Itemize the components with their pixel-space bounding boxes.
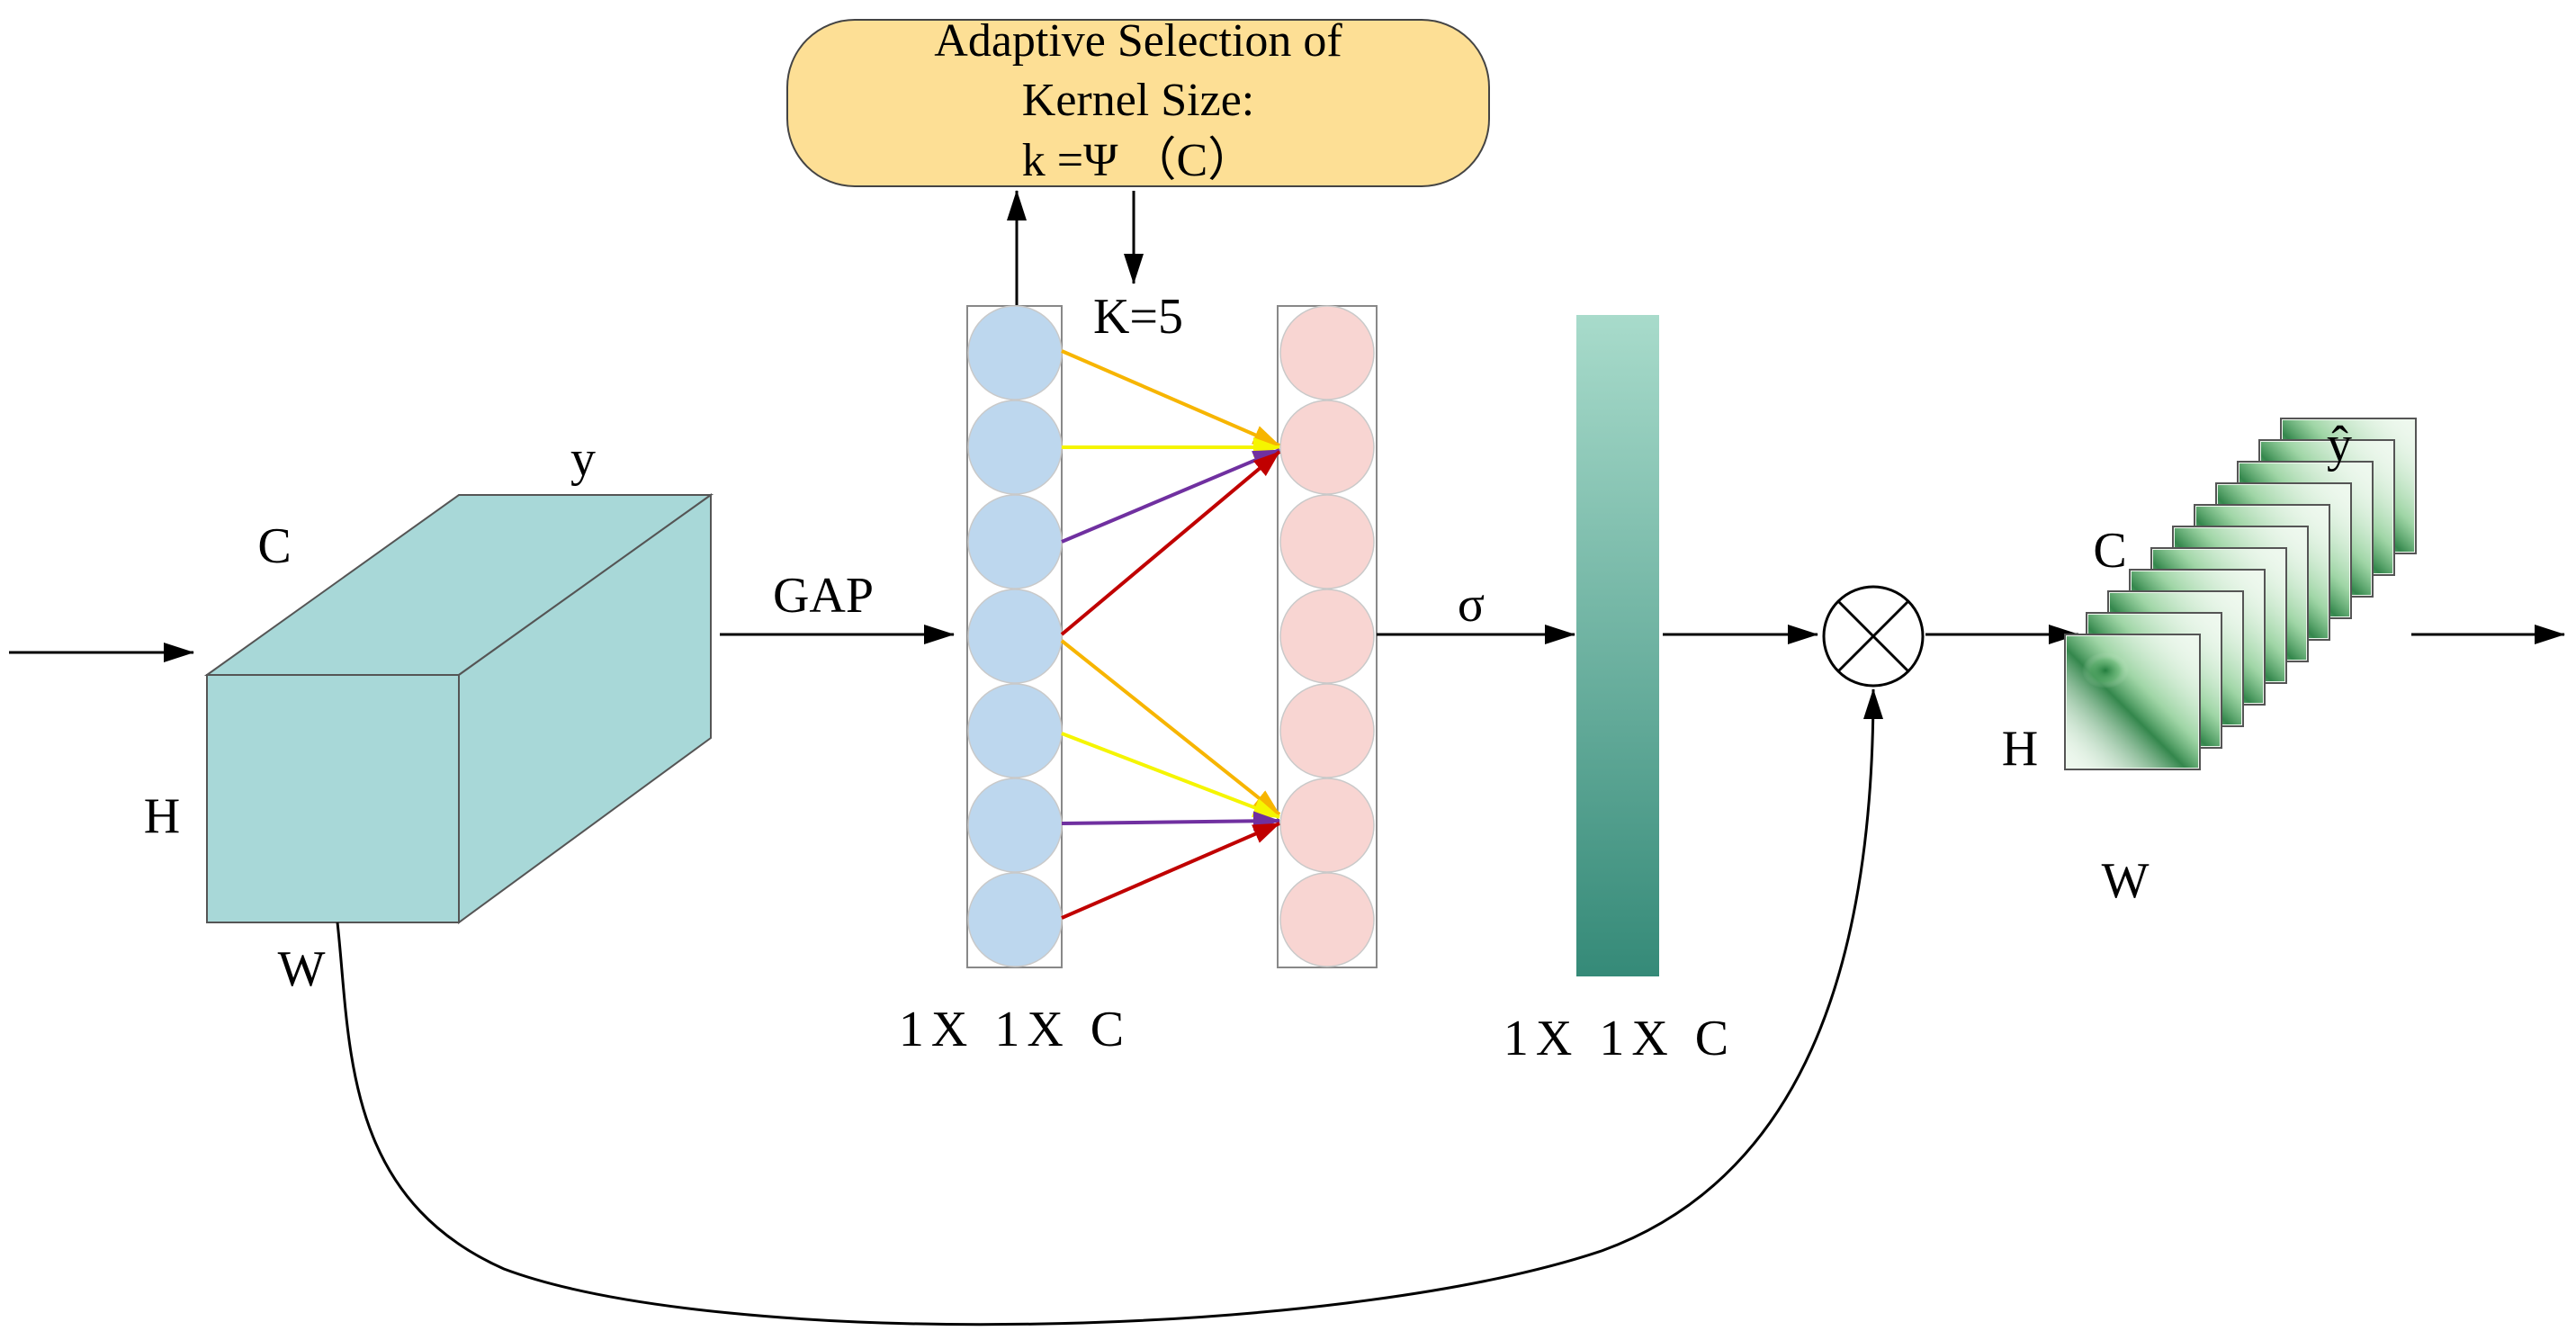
input-h-label: H [144, 788, 180, 844]
connection-red-1 [1060, 450, 1281, 636]
input-w-label: W [278, 941, 326, 997]
output-c-label: C [2093, 523, 2126, 579]
left-node-column [966, 305, 1063, 968]
kernel-box-line2: Kernel Size: [1022, 75, 1254, 126]
connection-red-2 [1061, 822, 1280, 920]
right-node-4 [1279, 589, 1375, 684]
right-node-5 [1279, 683, 1375, 778]
right-node-7 [1279, 872, 1375, 967]
right-node-1 [1279, 305, 1375, 400]
feature-map-1 [2064, 634, 2201, 770]
attention-weight-bar [1576, 315, 1659, 976]
multiply-operator [1822, 585, 1925, 688]
connection-orange-2 [1060, 639, 1281, 816]
kernel-connections [1060, 349, 1281, 920]
kernel-box-shape [786, 19, 1490, 187]
kernel-box-line3: k =Ψ （C） [1022, 135, 1254, 186]
input-y-label: y [570, 431, 596, 487]
connection-orange-1 [1061, 349, 1280, 447]
connection-purple-2 [1061, 811, 1280, 832]
skip-connection-curve [336, 688, 1883, 1327]
left-node-6 [967, 778, 1063, 873]
connection-yellow-2 [1061, 732, 1280, 819]
multiply-cross-b [1836, 599, 1910, 673]
right-dims-label: 1X 1X C [1503, 1011, 1736, 1066]
kernel-box-line1: Adaptive Selection of [934, 15, 1342, 67]
left-node-2 [967, 400, 1063, 495]
cube-front-face [206, 674, 460, 923]
output-feature-stack [2064, 418, 2417, 770]
output-w-label: W [2102, 853, 2150, 909]
gap-label: GAP [773, 568, 874, 624]
sigma-label: σ [1458, 577, 1485, 633]
connection-purple-1 [1061, 448, 1280, 544]
right-node-2 [1279, 400, 1375, 495]
left-node-7 [967, 872, 1063, 967]
left-node-3 [967, 494, 1063, 589]
right-node-column [1277, 305, 1378, 968]
left-node-5 [967, 683, 1063, 778]
left-node-1 [967, 305, 1063, 400]
left-node-4 [967, 589, 1063, 684]
kernel-selection-box: Adaptive Selection of Kernel Size: k =Ψ … [786, 15, 1490, 187]
output-y-label: ŷ [2327, 417, 2352, 472]
input-feature-cube [203, 493, 714, 924]
input-c-label: C [257, 518, 291, 574]
left-dims-label: 1X 1X C [899, 1002, 1131, 1057]
output-h-label: H [2002, 721, 2038, 777]
right-node-3 [1279, 494, 1375, 589]
right-node-6 [1279, 778, 1375, 873]
k-value-label: K=5 [1093, 289, 1183, 345]
